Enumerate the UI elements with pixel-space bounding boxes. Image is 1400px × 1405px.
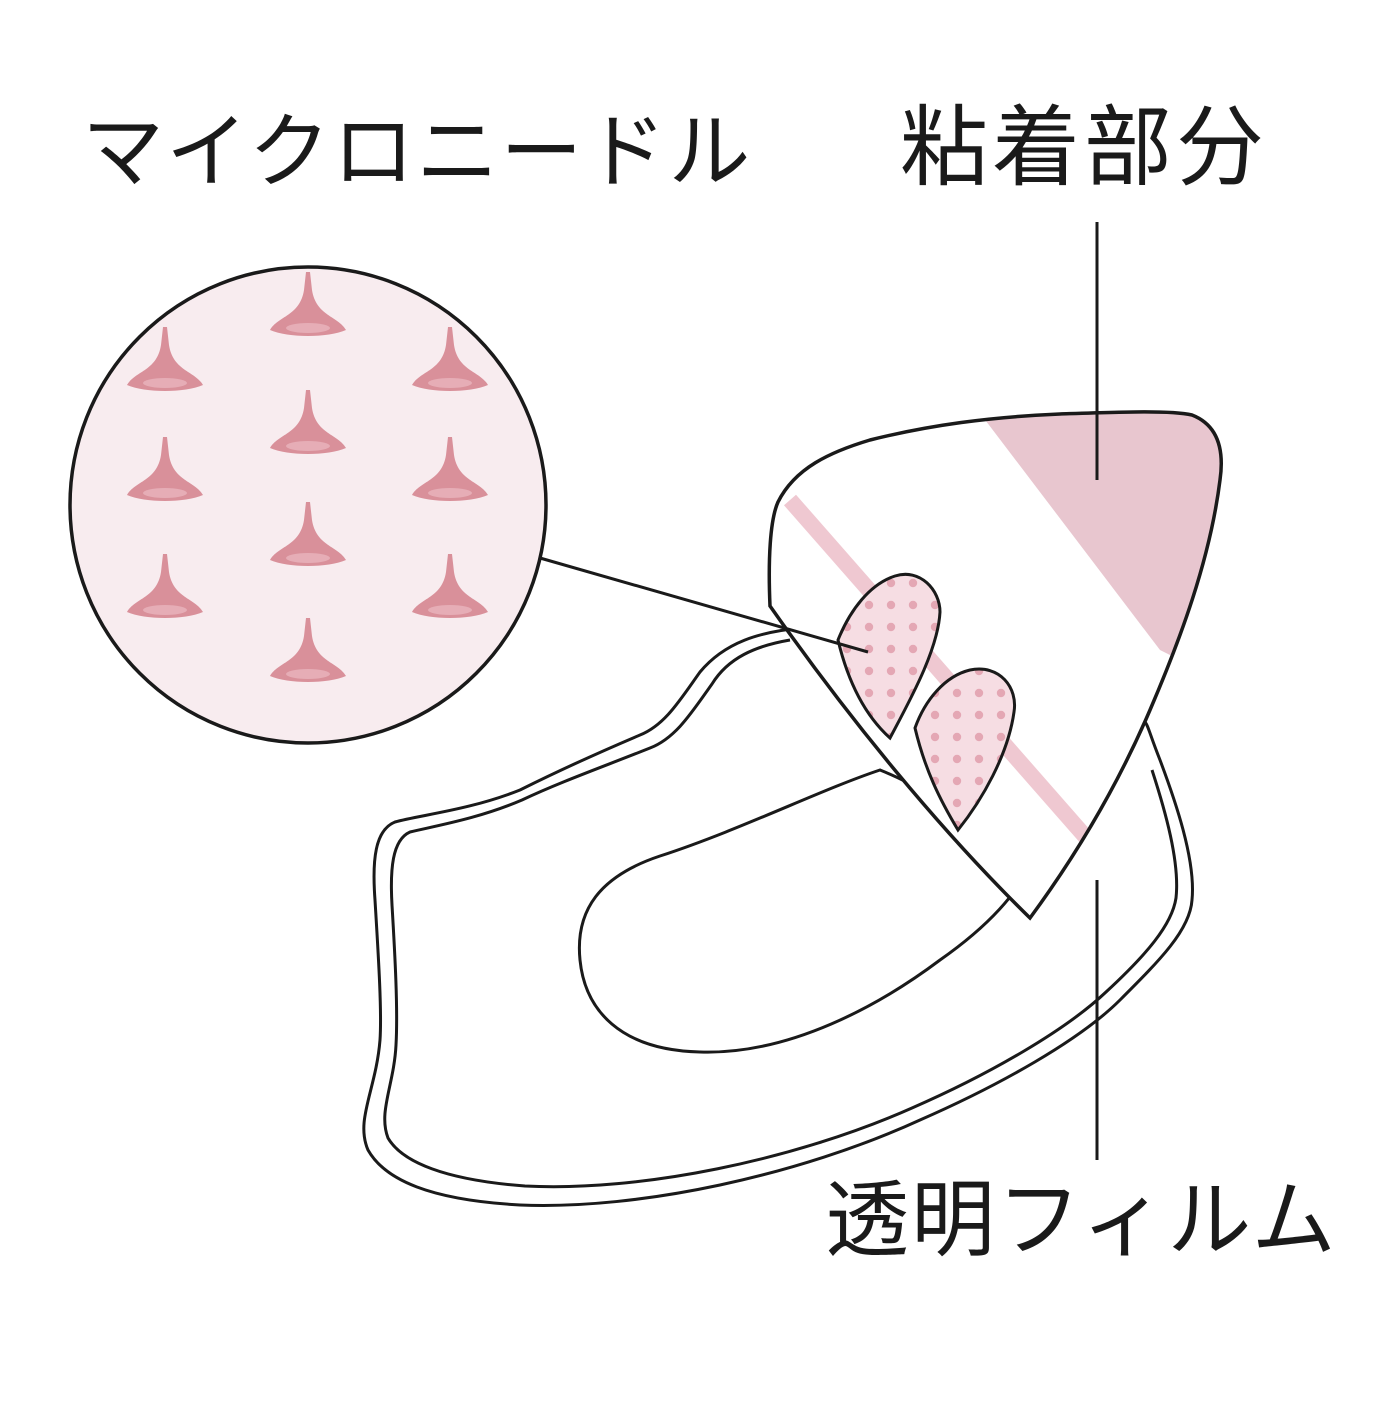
microneedle-strip-2	[913, 667, 1017, 833]
microneedle-cone-icon	[270, 390, 346, 454]
label-microneedle: マイクロニードル	[82, 105, 753, 200]
leader-microneedle	[539, 556, 869, 654]
film-inner-outline	[383, 638, 1179, 1189]
microneedle-cone-icon	[127, 554, 203, 618]
label-adhesive-area: 粘着部分	[900, 96, 1269, 199]
microneedle-grid	[127, 272, 488, 682]
microneedle-cone-icon	[127, 437, 203, 501]
adhesive-stripe	[783, 494, 1097, 848]
microneedle-cone-icon	[270, 618, 346, 682]
microneedle-cone-icon	[270, 502, 346, 566]
label-transparent-film: 透明フィルム	[825, 1171, 1338, 1269]
adhesive-region	[970, 411, 1222, 690]
microneedle-cone-icon	[127, 327, 203, 391]
microneedle-strip-1	[836, 572, 942, 741]
microneedle-cone-icon	[412, 327, 488, 391]
microneedle-cone-icon	[412, 437, 488, 501]
microneedle-cone-icon	[412, 554, 488, 618]
microneedle-cone-icon	[270, 272, 346, 336]
top-film-outline	[767, 410, 1223, 921]
